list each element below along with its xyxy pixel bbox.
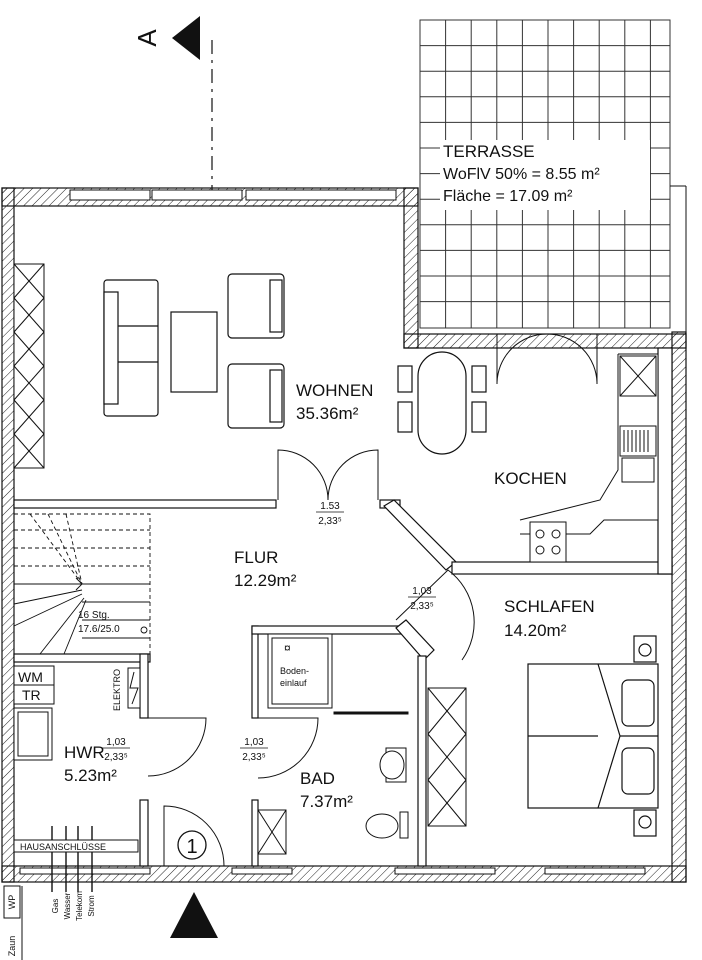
terrace-door [496,333,598,385]
wohnen-door [277,449,379,501]
terrace-tiles [419,19,671,329]
schlafen-name: SCHLAFEN [504,597,595,616]
washer-dryer [13,665,55,761]
utility-telekom: Telekom [75,891,84,921]
svg-text:1,03: 1,03 [412,586,432,597]
svg-text:2,33⁵: 2,33⁵ [410,601,434,612]
wp-label: WP [7,895,17,910]
wardrobe [427,687,467,827]
window-cross-left [13,263,45,469]
stairs-steps: 16 Stg. [78,610,110,621]
utility-lines [51,826,93,892]
svg-text:Fläche = 17.09 m²: Fläche = 17.09 m² [443,188,573,205]
armchair-bottom [227,363,285,429]
bad-area: 7.37m² [300,792,353,811]
entrance-number: 1 [186,836,197,858]
tr-label: TR [22,687,41,703]
top-windows [69,189,397,201]
bodeneinlauf-line1: Boden- [280,666,309,676]
wohnen-area: 35.36m² [296,404,359,423]
utility-gas: Gas [51,899,60,914]
door-dim-hwr: 1,03 2,33⁵ [102,737,130,763]
hwr-name: HWR [64,743,105,762]
section-letter: A [132,29,162,47]
entrance-door [163,805,225,867]
wm-label: WM [18,669,43,685]
coffee-table [170,311,218,393]
entrance-arrow-icon [170,892,218,938]
door-dim-bad: 1,03 2,33⁵ [240,737,268,763]
hausanschluss-box [13,839,139,853]
staircase [13,513,151,655]
hausanschluesse-label: HAUSANSCHLÜSSE [20,842,106,852]
section-arrow-icon [172,16,200,60]
entrance-number-circle [177,830,207,860]
bathroom-fixtures [257,633,409,855]
utility-strom: Strom [87,895,96,917]
electric-panel [127,667,141,709]
svg-text:WoFlV 50% = 8.55 m²: WoFlV 50% = 8.55 m² [443,166,600,183]
door-dim-schlafen: 1,03 2,33⁵ [408,586,436,612]
armchair-top [227,273,285,339]
sofa [103,279,159,417]
kitchen-counter [519,353,659,563]
svg-text:2,33⁵: 2,33⁵ [318,516,342,527]
double-bed [527,635,659,837]
wohnen-name: WOHNEN [296,381,373,400]
terrasse-label: TERRASSE WoFlV 50% = 8.55 m² Fläche = 17… [440,140,650,210]
svg-text:2,33⁵: 2,33⁵ [104,752,128,763]
schlafen-door [395,569,475,661]
fence-label: Zaun [7,936,17,957]
wp-box [3,885,21,919]
svg-text:TERRASSE: TERRASSE [443,142,535,161]
svg-text:¤: ¤ [284,641,291,655]
bad-name: BAD [300,769,335,788]
kochen-name: KOCHEN [494,469,567,488]
hwr-area: 5.23m² [64,766,117,785]
bottom-windows [19,867,646,875]
bad-door [257,717,319,779]
flur-name: FLUR [234,548,278,567]
door-dim-wohnen: 1.53 2,33⁵ [316,501,344,527]
hwr-door [147,717,207,777]
outer-contour [670,185,687,334]
elektro-label: ELEKTRO [112,669,122,711]
svg-text:2,33⁵: 2,33⁵ [242,752,266,763]
interior-walls [13,347,673,867]
dining-table [397,351,487,455]
svg-text:1.53: 1.53 [320,501,340,512]
radiator-kitchen [623,430,649,452]
svg-text:1,03: 1,03 [106,737,126,748]
flur-area: 12.29m² [234,571,297,590]
stairs-ratio: 17.6/25.0 [78,624,120,635]
utility-wasser: Wasser [63,892,72,919]
svg-text:1,03: 1,03 [244,737,264,748]
bodeneinlauf-line2: einlauf [280,678,307,688]
schlafen-area: 14.20m² [504,621,567,640]
